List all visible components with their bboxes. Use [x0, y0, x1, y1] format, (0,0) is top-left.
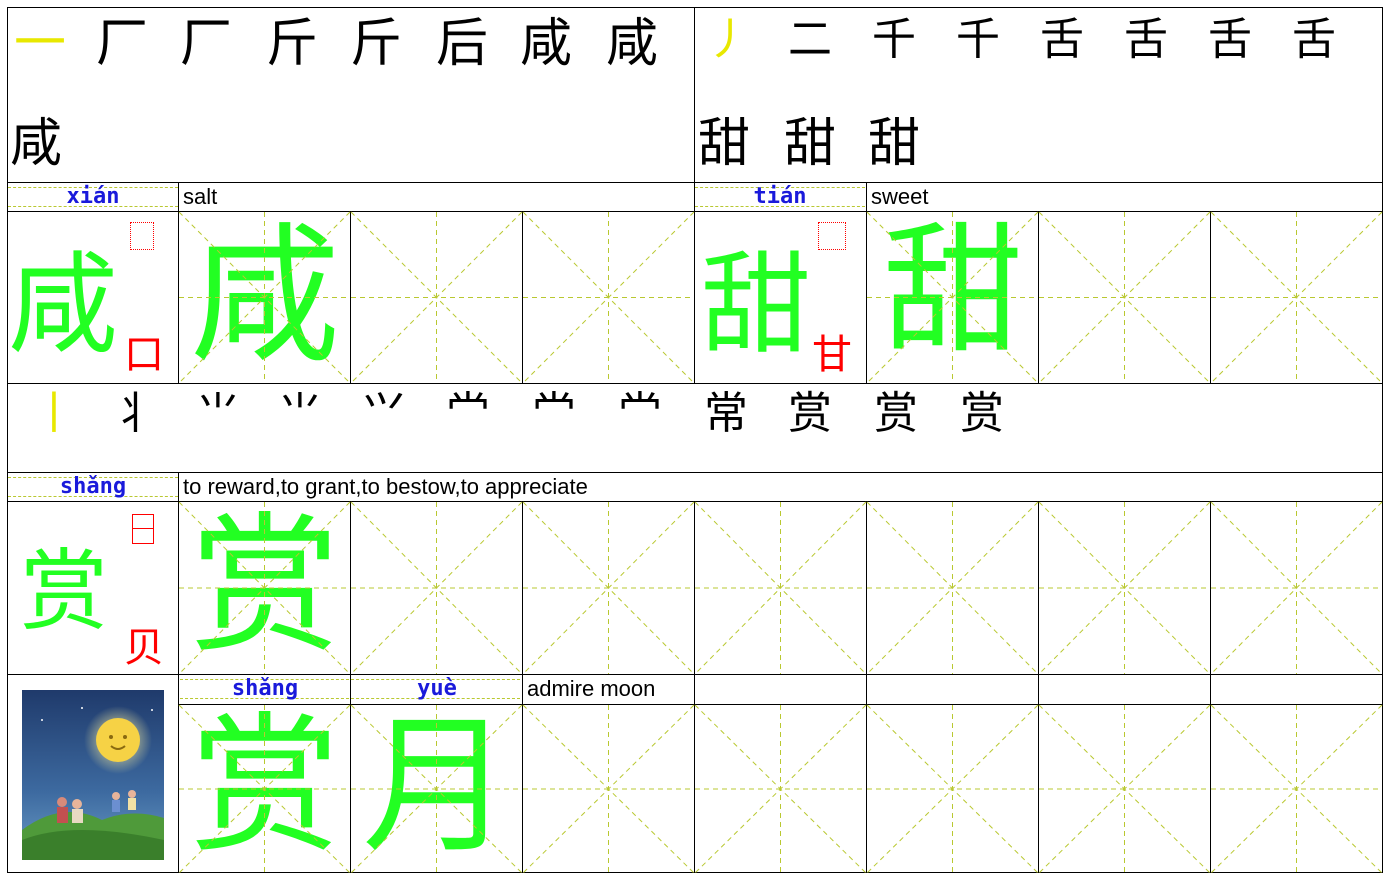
stroke-step: 厂: [180, 14, 233, 74]
stroke-step: ⺌: [196, 388, 240, 439]
stroke-step: 二: [788, 14, 832, 65]
divider: [178, 472, 179, 873]
model-char-shang: 赏: [19, 540, 108, 643]
stroke-step: 舌: [1124, 14, 1168, 65]
divider: [7, 383, 1383, 384]
stroke-step: 甜: [784, 114, 837, 174]
pinyin-phrase-1: shǎng: [231, 676, 299, 701]
pinyin-shang: shǎng: [59, 474, 127, 499]
stroke-step: 一: [14, 14, 67, 74]
structure-icon: [818, 222, 846, 250]
trace-char-phrase-1: 赏: [189, 700, 340, 874]
pinyin-guide: [8, 187, 178, 207]
divider: [132, 528, 154, 529]
stroke-step: 丨: [32, 388, 76, 439]
trace-char-tian: 甜: [882, 210, 1023, 373]
stroke-step: ⺍: [362, 388, 406, 439]
trace-char-phrase-2: 月: [361, 700, 512, 874]
structure-icon: [130, 222, 154, 250]
stroke-step: ⺌: [278, 388, 322, 439]
divider: [350, 501, 351, 873]
stroke-step: 龸: [446, 388, 490, 439]
stroke-step: 舌: [1208, 14, 1252, 65]
meaning-shang: to reward,to grant,to bestow,to apprecia…: [183, 474, 588, 499]
meaning-tian: sweet: [871, 184, 929, 209]
divider: [179, 704, 1383, 705]
stroke-step: 常: [704, 388, 748, 439]
trace-char-shang: 赏: [189, 500, 340, 674]
pinyin-guide: [8, 477, 178, 497]
stroke-step: 赏: [960, 388, 1004, 439]
divider: [7, 501, 1383, 502]
stroke-step: 赏: [788, 388, 832, 439]
stroke-step: 龸: [618, 388, 662, 439]
structure-icon: [132, 514, 154, 544]
stroke-step: 丬: [112, 388, 156, 439]
meaning-phrase: admire moon: [527, 676, 656, 701]
divider: [7, 472, 1383, 473]
trace-char-xian: 咸: [189, 210, 340, 384]
divider: [1210, 501, 1211, 873]
stroke-step: 后: [436, 14, 489, 74]
stroke-step: 千: [872, 14, 916, 65]
divider: [350, 211, 351, 383]
divider: [1038, 211, 1039, 383]
divider: [178, 182, 179, 383]
pinyin-guide: [180, 679, 520, 699]
stroke-step: 丿: [706, 14, 750, 65]
radical-shang: 贝: [124, 625, 164, 671]
divider: [7, 182, 1383, 183]
divider: [522, 211, 523, 383]
radical-tian: 甘: [812, 332, 852, 378]
meaning-xian: salt: [183, 184, 218, 209]
model-char-tian: 甜: [701, 241, 811, 369]
moon-picture: [22, 690, 164, 860]
divider: [1210, 211, 1211, 383]
stroke-step: 咸: [520, 14, 573, 74]
pinyin-tian: tián: [753, 184, 807, 209]
radical-xian: 口: [124, 332, 164, 378]
divider: [694, 7, 695, 383]
stroke-step: 斤: [350, 14, 403, 74]
stroke-step: 舌: [1292, 14, 1336, 65]
stroke-step: 赏: [874, 388, 918, 439]
divider: [522, 501, 523, 873]
stroke-step: 咸: [606, 14, 659, 74]
divider: [694, 501, 695, 873]
divider: [866, 501, 867, 873]
divider: [866, 182, 867, 383]
moon-scene-image: [22, 690, 164, 860]
stroke-step: 厂: [96, 14, 149, 74]
stroke-step: 龸: [532, 388, 576, 439]
model-char-xian: 咸: [8, 241, 118, 369]
divider: [7, 211, 1383, 212]
pinyin-guide: [695, 187, 865, 207]
stroke-step: 咸: [10, 114, 63, 174]
stroke-step: 甜: [868, 114, 921, 174]
stroke-step: 甜: [698, 114, 751, 174]
divider: [1038, 501, 1039, 873]
pinyin-xian: xián: [66, 184, 120, 209]
stroke-step: 斤: [266, 14, 319, 74]
divider: [7, 674, 1383, 675]
stroke-step: 舌: [1040, 14, 1084, 65]
pinyin-phrase-2: yuè: [417, 676, 457, 701]
stroke-step: 千: [956, 14, 1000, 65]
